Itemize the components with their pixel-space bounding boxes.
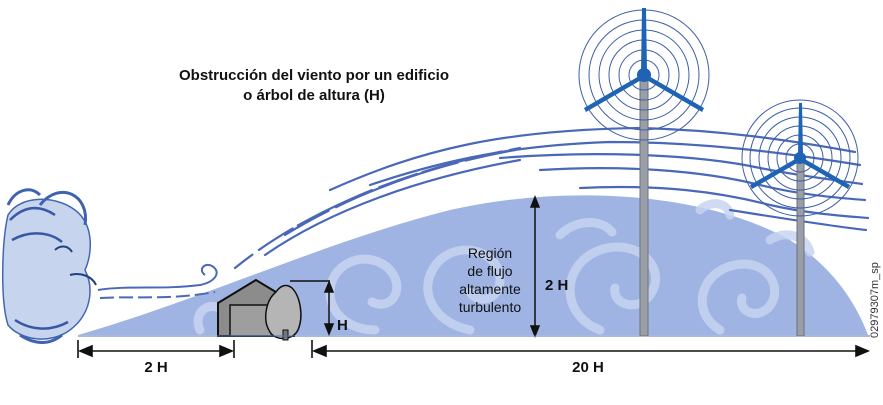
diagram-title-line1: Obstrucción del viento por un edificio bbox=[179, 67, 449, 84]
downwind-distance-label: 20 H bbox=[572, 359, 604, 376]
turbulence-height-label: 2 H bbox=[545, 277, 568, 294]
region-label-line2: de flujo bbox=[467, 263, 512, 279]
turbine-tower-2 bbox=[796, 157, 805, 337]
region-label-line3: altamente bbox=[459, 281, 521, 297]
obstacle-height-label: H bbox=[337, 317, 348, 334]
tree-icon bbox=[264, 284, 302, 341]
diagram-title-line2: o árbol de altura (H) bbox=[243, 87, 385, 104]
region-label-line4: turbulento bbox=[459, 299, 521, 315]
wind-turbine-icon bbox=[578, 8, 710, 337]
downwind-dimension bbox=[311, 340, 871, 358]
upwind-distance-label: 2 H bbox=[144, 359, 167, 376]
wind-face-icon bbox=[1, 188, 218, 344]
region-label: Región de flujo altamente turbulento bbox=[459, 245, 521, 315]
turbine-blades-1 bbox=[584, 8, 704, 112]
figure-code: 02979307m_sp bbox=[869, 262, 881, 338]
height-dimension-h bbox=[290, 279, 335, 337]
upwind-dimension bbox=[77, 340, 235, 358]
turbulence-swirls bbox=[193, 199, 815, 335]
turbine-tower-1 bbox=[639, 74, 649, 337]
wind-turbine-icon bbox=[741, 99, 859, 337]
turbulence-height-dimension bbox=[529, 194, 541, 339]
turbine-blades-2 bbox=[750, 103, 850, 189]
region-label-line1: Región bbox=[468, 245, 512, 261]
